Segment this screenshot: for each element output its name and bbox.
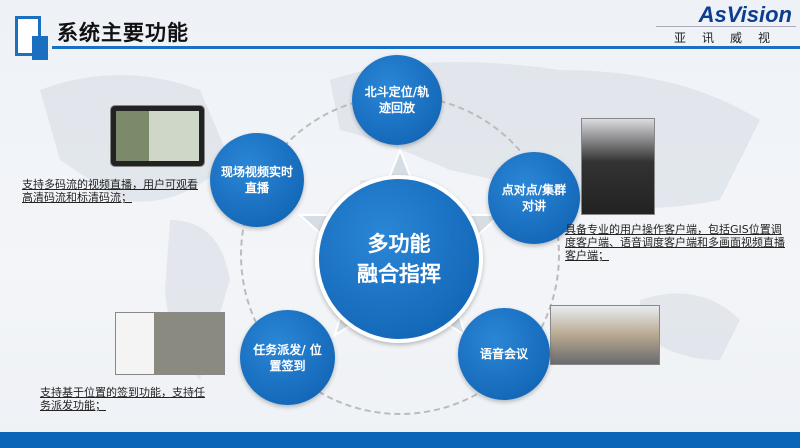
center-hub: 多功能 融合指挥 bbox=[315, 175, 483, 343]
function-label: 任务派发/ 位置签到 bbox=[253, 342, 322, 373]
function-beidou-positioning[interactable]: 北斗定位/轨迹回放 bbox=[352, 55, 442, 145]
function-task-dispatch[interactable]: 任务派发/ 位置签到 bbox=[240, 310, 335, 405]
tablet-image bbox=[110, 105, 205, 167]
function-label: 语音会议 bbox=[479, 347, 528, 361]
desc-task: 支持基于位置的签到功能，支持任务派发功能； bbox=[40, 386, 205, 412]
function-label: 现场视频实时直播 bbox=[220, 165, 293, 195]
desc-client: 具备专业的用户操作客户端，包括GIS位置调度客户端、语音调度客户端和多画面视频直… bbox=[565, 223, 785, 262]
function-label: 北斗定位/轨迹回放 bbox=[364, 85, 430, 115]
brand-logo: AsVision bbox=[698, 2, 792, 27]
function-live-video[interactable]: 现场视频实时直播 bbox=[210, 133, 304, 227]
header-square-accent bbox=[32, 36, 48, 60]
officer-photo bbox=[581, 118, 655, 215]
meeting-photo bbox=[550, 305, 660, 365]
footer-bar bbox=[0, 432, 800, 448]
function-ptt-intercom[interactable]: 点对点/集群对讲 bbox=[488, 152, 580, 244]
desc-video: 支持多码流的视频直播，用户可观看高清码流和标清码流； bbox=[22, 178, 198, 204]
function-label: 点对点/集群对讲 bbox=[501, 183, 567, 213]
map-screenshot bbox=[115, 312, 225, 375]
center-line2: 融合指挥 bbox=[357, 262, 441, 286]
brand-chinese: 亚讯威视 bbox=[673, 31, 786, 45]
brand-divider bbox=[656, 26, 796, 27]
center-line1: 多功能 bbox=[367, 232, 431, 256]
title-divider bbox=[52, 46, 800, 49]
function-voice-conference[interactable]: 语音会议 bbox=[458, 308, 550, 400]
page-title: 系统主要功能 bbox=[57, 21, 189, 45]
